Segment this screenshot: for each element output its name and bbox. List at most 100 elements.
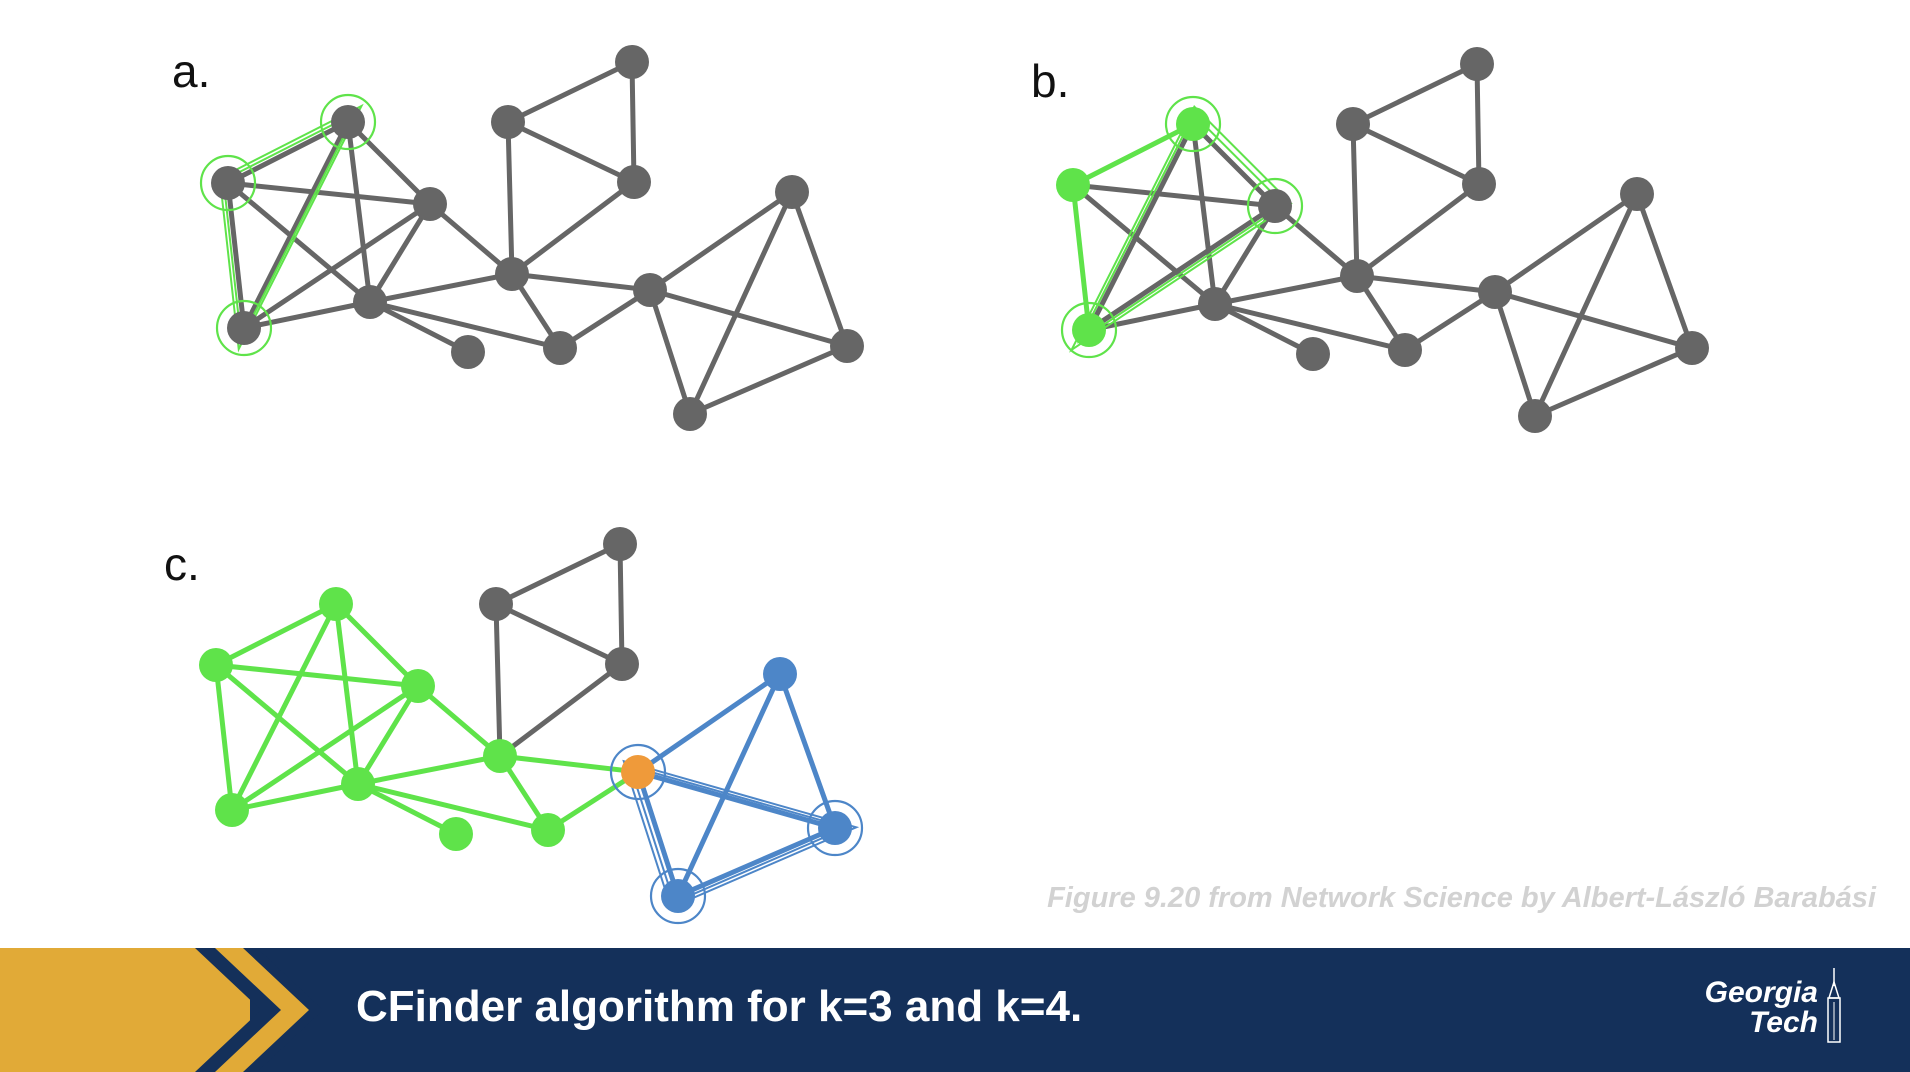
network-edge	[1272, 203, 1360, 279]
network-node	[319, 587, 353, 621]
clique-highlight-ring	[649, 867, 707, 925]
network-edge	[241, 299, 373, 331]
clique-highlight-ring	[215, 299, 273, 357]
network-edge	[617, 541, 625, 667]
network-edge	[1492, 289, 1695, 351]
network-node	[543, 331, 577, 365]
title-banner: CFinder algorithm for k=3 and k=4. Georg…	[0, 948, 1910, 1072]
network-edge	[1532, 345, 1695, 419]
network-node	[775, 175, 809, 209]
network-node	[413, 187, 447, 221]
network-edge	[355, 781, 551, 833]
logo-text-tech: Tech	[1749, 1006, 1818, 1039]
network-node	[1460, 47, 1494, 81]
network-edge	[493, 601, 625, 667]
network-edge	[777, 671, 838, 831]
network-node	[830, 329, 864, 363]
panel-c-label: c.	[164, 538, 200, 590]
network-edge	[1354, 273, 1498, 295]
network-edge	[229, 781, 361, 813]
network-node	[331, 105, 365, 139]
chevron-icon	[195, 948, 323, 1072]
network-node	[1296, 337, 1330, 371]
network-edge	[213, 662, 361, 787]
network-edge	[225, 180, 247, 331]
clique-highlight-ring	[609, 743, 667, 801]
network-edge	[355, 683, 421, 787]
network-node	[495, 257, 529, 291]
network-edge	[647, 287, 693, 417]
network-edge	[1190, 121, 1278, 209]
network-edge	[225, 180, 373, 305]
network-node	[1072, 313, 1106, 347]
network-edge	[1212, 301, 1316, 357]
network-node	[451, 335, 485, 369]
network-node	[353, 285, 387, 319]
network-edge	[1086, 301, 1218, 333]
network-edge	[1070, 182, 1218, 307]
clique-highlight-ring	[1060, 301, 1118, 359]
network-node	[1620, 177, 1654, 211]
network-node	[215, 793, 249, 827]
georgia-tech-logo: Georgia Tech	[1696, 968, 1846, 1043]
network-node	[1198, 287, 1232, 321]
network-node	[621, 755, 655, 789]
network-node	[483, 739, 517, 773]
network-edge	[1070, 121, 1196, 188]
clique-outline	[622, 759, 860, 909]
network-edge	[1474, 61, 1482, 187]
cfinder-diagram	[199, 45, 1709, 925]
network-edge	[1350, 121, 1360, 279]
tower-icon	[1827, 968, 1841, 1043]
network-edge	[1070, 182, 1278, 209]
network-edge	[229, 601, 339, 813]
network-edge	[1212, 203, 1278, 307]
network-edge	[213, 662, 421, 689]
network-edge	[545, 769, 641, 833]
network-edge	[497, 753, 641, 775]
network-node	[617, 165, 651, 199]
panel-b-label: b.	[1031, 55, 1070, 107]
network-edge	[505, 59, 635, 125]
network-node	[1340, 259, 1374, 293]
network-edge	[333, 601, 421, 689]
network-edge	[635, 769, 681, 899]
clique-outline	[222, 110, 358, 344]
network-edge	[789, 189, 850, 349]
network-node	[491, 105, 525, 139]
network-node	[615, 45, 649, 79]
network-edge	[1086, 203, 1278, 333]
network-edge	[229, 683, 421, 813]
clique-outline	[218, 103, 364, 353]
network-edge	[367, 271, 515, 305]
network-node	[1056, 168, 1090, 202]
network-edge	[1070, 182, 1092, 333]
network-edge	[647, 287, 850, 349]
clique-highlight-ring	[806, 799, 864, 857]
network-edge	[493, 541, 623, 607]
network-edge	[213, 601, 339, 668]
network-node	[401, 669, 435, 703]
banner-gold-block	[0, 948, 250, 1072]
panel-a-label: a.	[172, 45, 211, 97]
slide-title: CFinder algorithm for k=3 and k=4.	[356, 982, 1083, 1031]
network-edge	[1212, 273, 1360, 307]
network-node	[1388, 333, 1422, 367]
network-node	[199, 648, 233, 682]
network-node	[1518, 399, 1552, 433]
network-edge	[1402, 289, 1498, 353]
network-node	[1258, 189, 1292, 223]
clique-highlight-ring	[1164, 95, 1222, 153]
network-edge	[1350, 61, 1480, 127]
logo-text-georgia: Georgia	[1704, 976, 1818, 1009]
network-edge	[505, 119, 515, 277]
network-edge	[493, 601, 503, 759]
network-edge	[647, 189, 795, 293]
network-edge	[1190, 121, 1218, 307]
network-edge	[345, 119, 373, 305]
network-edge	[509, 179, 637, 277]
network-node	[1462, 167, 1496, 201]
clique-outline	[1068, 105, 1293, 353]
network-node	[605, 647, 639, 681]
network-edge	[629, 59, 637, 185]
